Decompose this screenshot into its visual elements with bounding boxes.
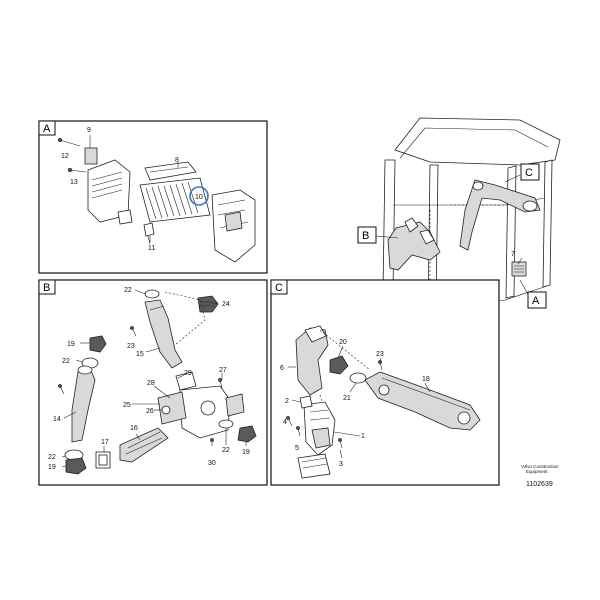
footer-drawing-number: 1102639 [526, 481, 553, 488]
panel-c-part-1: 1 [361, 433, 365, 440]
panel-b-part-16: 16 [130, 425, 138, 432]
panel-c-part-5: 5 [295, 445, 299, 452]
panel-c-part-2: 2 [285, 398, 289, 405]
panel-b-part-22-left: 22 [62, 358, 70, 365]
cab-callout-b: B [362, 230, 369, 242]
panel-a-part-8: 8 [175, 157, 179, 164]
panel-b-part-23: 23 [127, 343, 135, 350]
highlight-ring [189, 186, 209, 206]
panel-a-part-12: 12 [61, 153, 69, 160]
panel-a: A 9 12 13 8 10 11 [38, 120, 268, 274]
panel-c-part-21: 21 [343, 395, 351, 402]
panel-b-part-22-top: 22 [124, 287, 132, 294]
panel-c-letter: C [275, 282, 283, 294]
panel-c-part-3: 3 [339, 461, 343, 468]
panel-c-part-20: 20 [339, 339, 347, 346]
panel-a-letter: A [43, 123, 51, 135]
panel-b-part-15: 15 [136, 351, 144, 358]
panel-c-part-23: 23 [376, 351, 384, 358]
panel-c-part-18: 18 [422, 376, 430, 383]
panel-c-part-4: 4 [283, 419, 287, 426]
panel-a-part-10: 10 [195, 194, 203, 201]
panel-c: C [270, 279, 500, 486]
cab-part-7: 7 [511, 251, 515, 258]
cab-callout-c: C [525, 167, 533, 179]
panel-b-part-30: 30 [208, 460, 216, 467]
panel-c-part-6: 6 [280, 365, 284, 372]
panel-b-part-24: 24 [222, 301, 230, 308]
cab-overview: C B 7 A [357, 117, 561, 313]
panel-b-part-17: 17 [101, 439, 109, 446]
panel-b-part-28: 28 [147, 380, 155, 387]
panel-b-part-14: 14 [53, 416, 61, 423]
cab-callout-c-box [520, 163, 540, 181]
panel-a-part-11: 11 [148, 245, 155, 252]
panel-b-part-27: 27 [219, 367, 227, 374]
cab-callout-a-box [527, 291, 547, 309]
cab-callout-a: A [532, 295, 540, 307]
panel-b-part-22-right: 22 [222, 447, 230, 454]
panel-b: B [38, 279, 268, 486]
panel-b-part-19-left: 19 [67, 341, 75, 348]
panel-b-part-26: 26 [146, 408, 154, 415]
panel-b-part-19-right: 19 [242, 449, 250, 456]
panel-b-part-19-bottom: 19 [48, 464, 56, 471]
panel-b-part-22-bottom: 22 [48, 454, 56, 461]
panel-b-part-25: 25 [123, 402, 131, 409]
panel-a-part-9: 9 [87, 127, 91, 134]
panel-a-part-13: 13 [70, 179, 78, 186]
cab-callout-b-box [357, 226, 377, 244]
panel-b-letter: B [43, 282, 50, 294]
panel-b-part-29: 29 [184, 370, 192, 377]
